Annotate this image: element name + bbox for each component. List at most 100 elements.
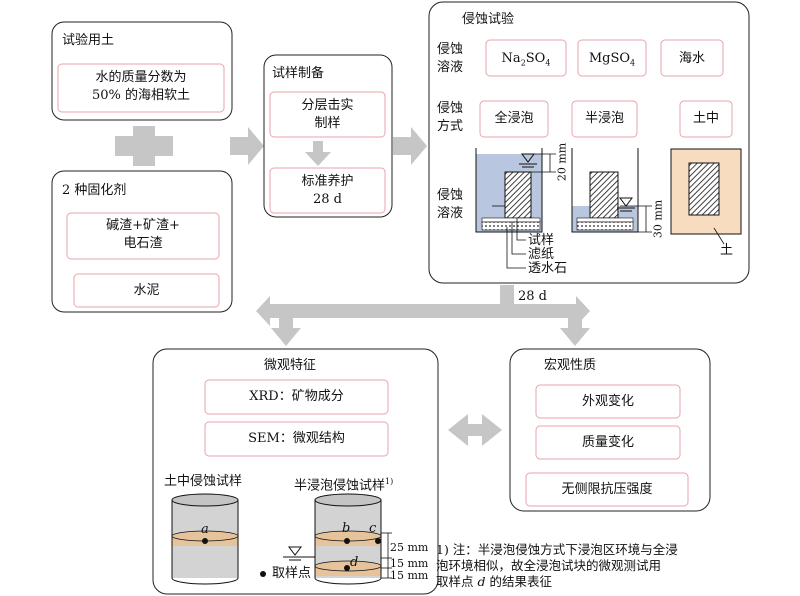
liquid-label-line1: 侵蚀 <box>437 188 464 203</box>
point-c-text: c <box>369 521 377 536</box>
xrd-item: XRD：矿物成分 <box>249 389 344 404</box>
prep-step2-box <box>269 167 386 214</box>
solution-na2so4-base: Na <box>501 51 521 66</box>
macro-item-box-3 <box>525 472 689 507</box>
method-label-line1: 侵蚀 <box>437 101 464 116</box>
in-soil-container <box>670 148 742 245</box>
solution-box-na2so4 <box>485 39 567 77</box>
soil-box <box>51 21 233 121</box>
micro-box <box>152 348 439 595</box>
xrd-box <box>204 379 389 415</box>
point-b-text: b <box>342 521 351 536</box>
water-level-icon <box>283 546 315 561</box>
half-sample-footnote-mark: 1) <box>385 477 394 486</box>
footnote: 1) 注：半浸泡侵蚀方式下浸泡区环境与全浸 泡环境相似，故全浸泡试块的微观测试用… <box>436 542 736 590</box>
method-full-immersion: 全浸泡 <box>494 111 534 126</box>
macro-item-appearance: 外观变化 <box>581 394 634 409</box>
agent-item2-box <box>73 273 220 308</box>
water-level-icon <box>617 197 635 212</box>
sampling-point-c <box>375 538 381 544</box>
prep-step1-line1: 分层击实 <box>301 98 354 113</box>
soil-item-box <box>57 63 225 113</box>
dimension-15mm-label-2: 15 mm <box>390 569 429 582</box>
legend-point-label: 取样点 <box>272 566 312 581</box>
macro-item-box-2 <box>535 425 681 460</box>
specimen-label: 试样 <box>528 233 555 248</box>
point-d-label: d <box>350 555 358 571</box>
water-level-icon <box>519 153 537 168</box>
agent-box <box>51 170 233 313</box>
filter-label: 滤纸 <box>528 247 555 262</box>
double-arrow-icon <box>448 414 502 446</box>
dimension-20mm <box>531 153 556 173</box>
sem-box <box>204 421 389 457</box>
solution-na2so4-sub1: 2 <box>520 58 526 68</box>
solution-label-line1: 侵蚀 <box>437 42 464 57</box>
soil-item-line1: 水的质量分数为 <box>95 70 187 85</box>
solution-mgso4-sub1: 4 <box>630 58 636 68</box>
solution-na2so4-sub2: 4 <box>545 58 551 68</box>
soil-sample-cylinder <box>171 493 239 585</box>
soil-sample-title: 土中侵蚀试样 <box>164 474 243 489</box>
solution-mgso4-base: MgSO <box>588 51 631 66</box>
method-box-soil <box>679 100 733 138</box>
method-half-immersion: 半浸泡 <box>584 111 624 126</box>
sampling-point-d <box>344 565 350 571</box>
solution-mgso4: MgSO4 <box>578 51 646 72</box>
solution-na2so4-mid: SO <box>525 51 546 66</box>
erosion-box-title: 侵蚀试验 <box>462 12 515 27</box>
legend-point-icon <box>260 571 266 577</box>
dimension-20mm-label: 20 mm <box>555 142 569 182</box>
arrow-right-icon <box>393 127 427 165</box>
footnote-line3-pre: 取样点 <box>436 574 478 589</box>
footnote-line2: 泡环境相似，故全浸泡试块的微观测试用 <box>436 558 662 573</box>
footnote-line1: 1) 注：半浸泡侵蚀方式下浸泡区环境与全浸 <box>436 542 678 557</box>
sem-item: SEM：微观结构 <box>248 431 345 446</box>
agent-box-title: 2 种固化剂 <box>62 183 127 198</box>
micro-box-title: 微观特征 <box>264 358 317 373</box>
agent-item1-box <box>66 212 220 260</box>
solution-box-mgso4 <box>577 39 647 77</box>
soil-item-line2: 50% 的海相软土 <box>91 88 191 103</box>
dimension-25mm-label: 25 mm <box>390 541 429 554</box>
agent-item2: 水泥 <box>133 283 160 298</box>
macro-box-title: 宏观性质 <box>544 358 597 373</box>
prep-step1-box <box>269 91 386 138</box>
prep-box <box>263 54 393 218</box>
soil-box-title: 试验用土 <box>62 33 115 48</box>
prep-step2-line1: 标准养护 <box>301 174 354 189</box>
half-sample-title-text: 半浸泡侵蚀试样 <box>294 478 386 494</box>
dimension-30mm <box>618 205 652 233</box>
sample-points <box>202 538 381 577</box>
duration-label: 28 d <box>518 289 547 304</box>
sample-dimensions <box>381 532 392 579</box>
footnote-line3: 取样点 d 的结果表征 <box>436 574 736 590</box>
agent-item1-line2: 电石渣 <box>123 236 163 251</box>
solution-label-line2: 溶液 <box>437 60 464 75</box>
macro-item-mass: 质量变化 <box>581 435 634 450</box>
macro-item-box-1 <box>535 384 681 419</box>
point-c-label: c <box>369 521 376 537</box>
sampling-point-a <box>202 538 208 544</box>
method-box-full <box>479 100 549 138</box>
method-label-line2: 方式 <box>437 119 464 134</box>
agent-item1-line1: 碱渣+矿渣+ <box>106 218 180 233</box>
macro-item-strength: 无侧限抗压强度 <box>561 482 653 497</box>
liquid-label-line2: 溶液 <box>437 206 464 221</box>
split-arrow-icon <box>256 285 590 346</box>
plus-icon <box>115 126 173 166</box>
arrow-down-icon <box>305 141 331 166</box>
dimension-30mm-label: 30 mm <box>651 199 665 239</box>
soil-label: 土 <box>720 243 734 258</box>
sampling-point-b <box>344 538 350 544</box>
method-box-half <box>571 100 638 138</box>
leader-lines <box>492 205 526 269</box>
half-immersion-container <box>571 148 639 233</box>
prep-step2-line2: 28 d <box>313 192 342 207</box>
dimension-15mm-label-1: 15 mm <box>390 557 429 570</box>
full-immersion-container <box>475 148 543 233</box>
footnote-line3-post: 的结果表征 <box>485 574 552 589</box>
solution-box-seawater <box>660 39 724 77</box>
prep-box-title: 试样制备 <box>272 66 325 81</box>
